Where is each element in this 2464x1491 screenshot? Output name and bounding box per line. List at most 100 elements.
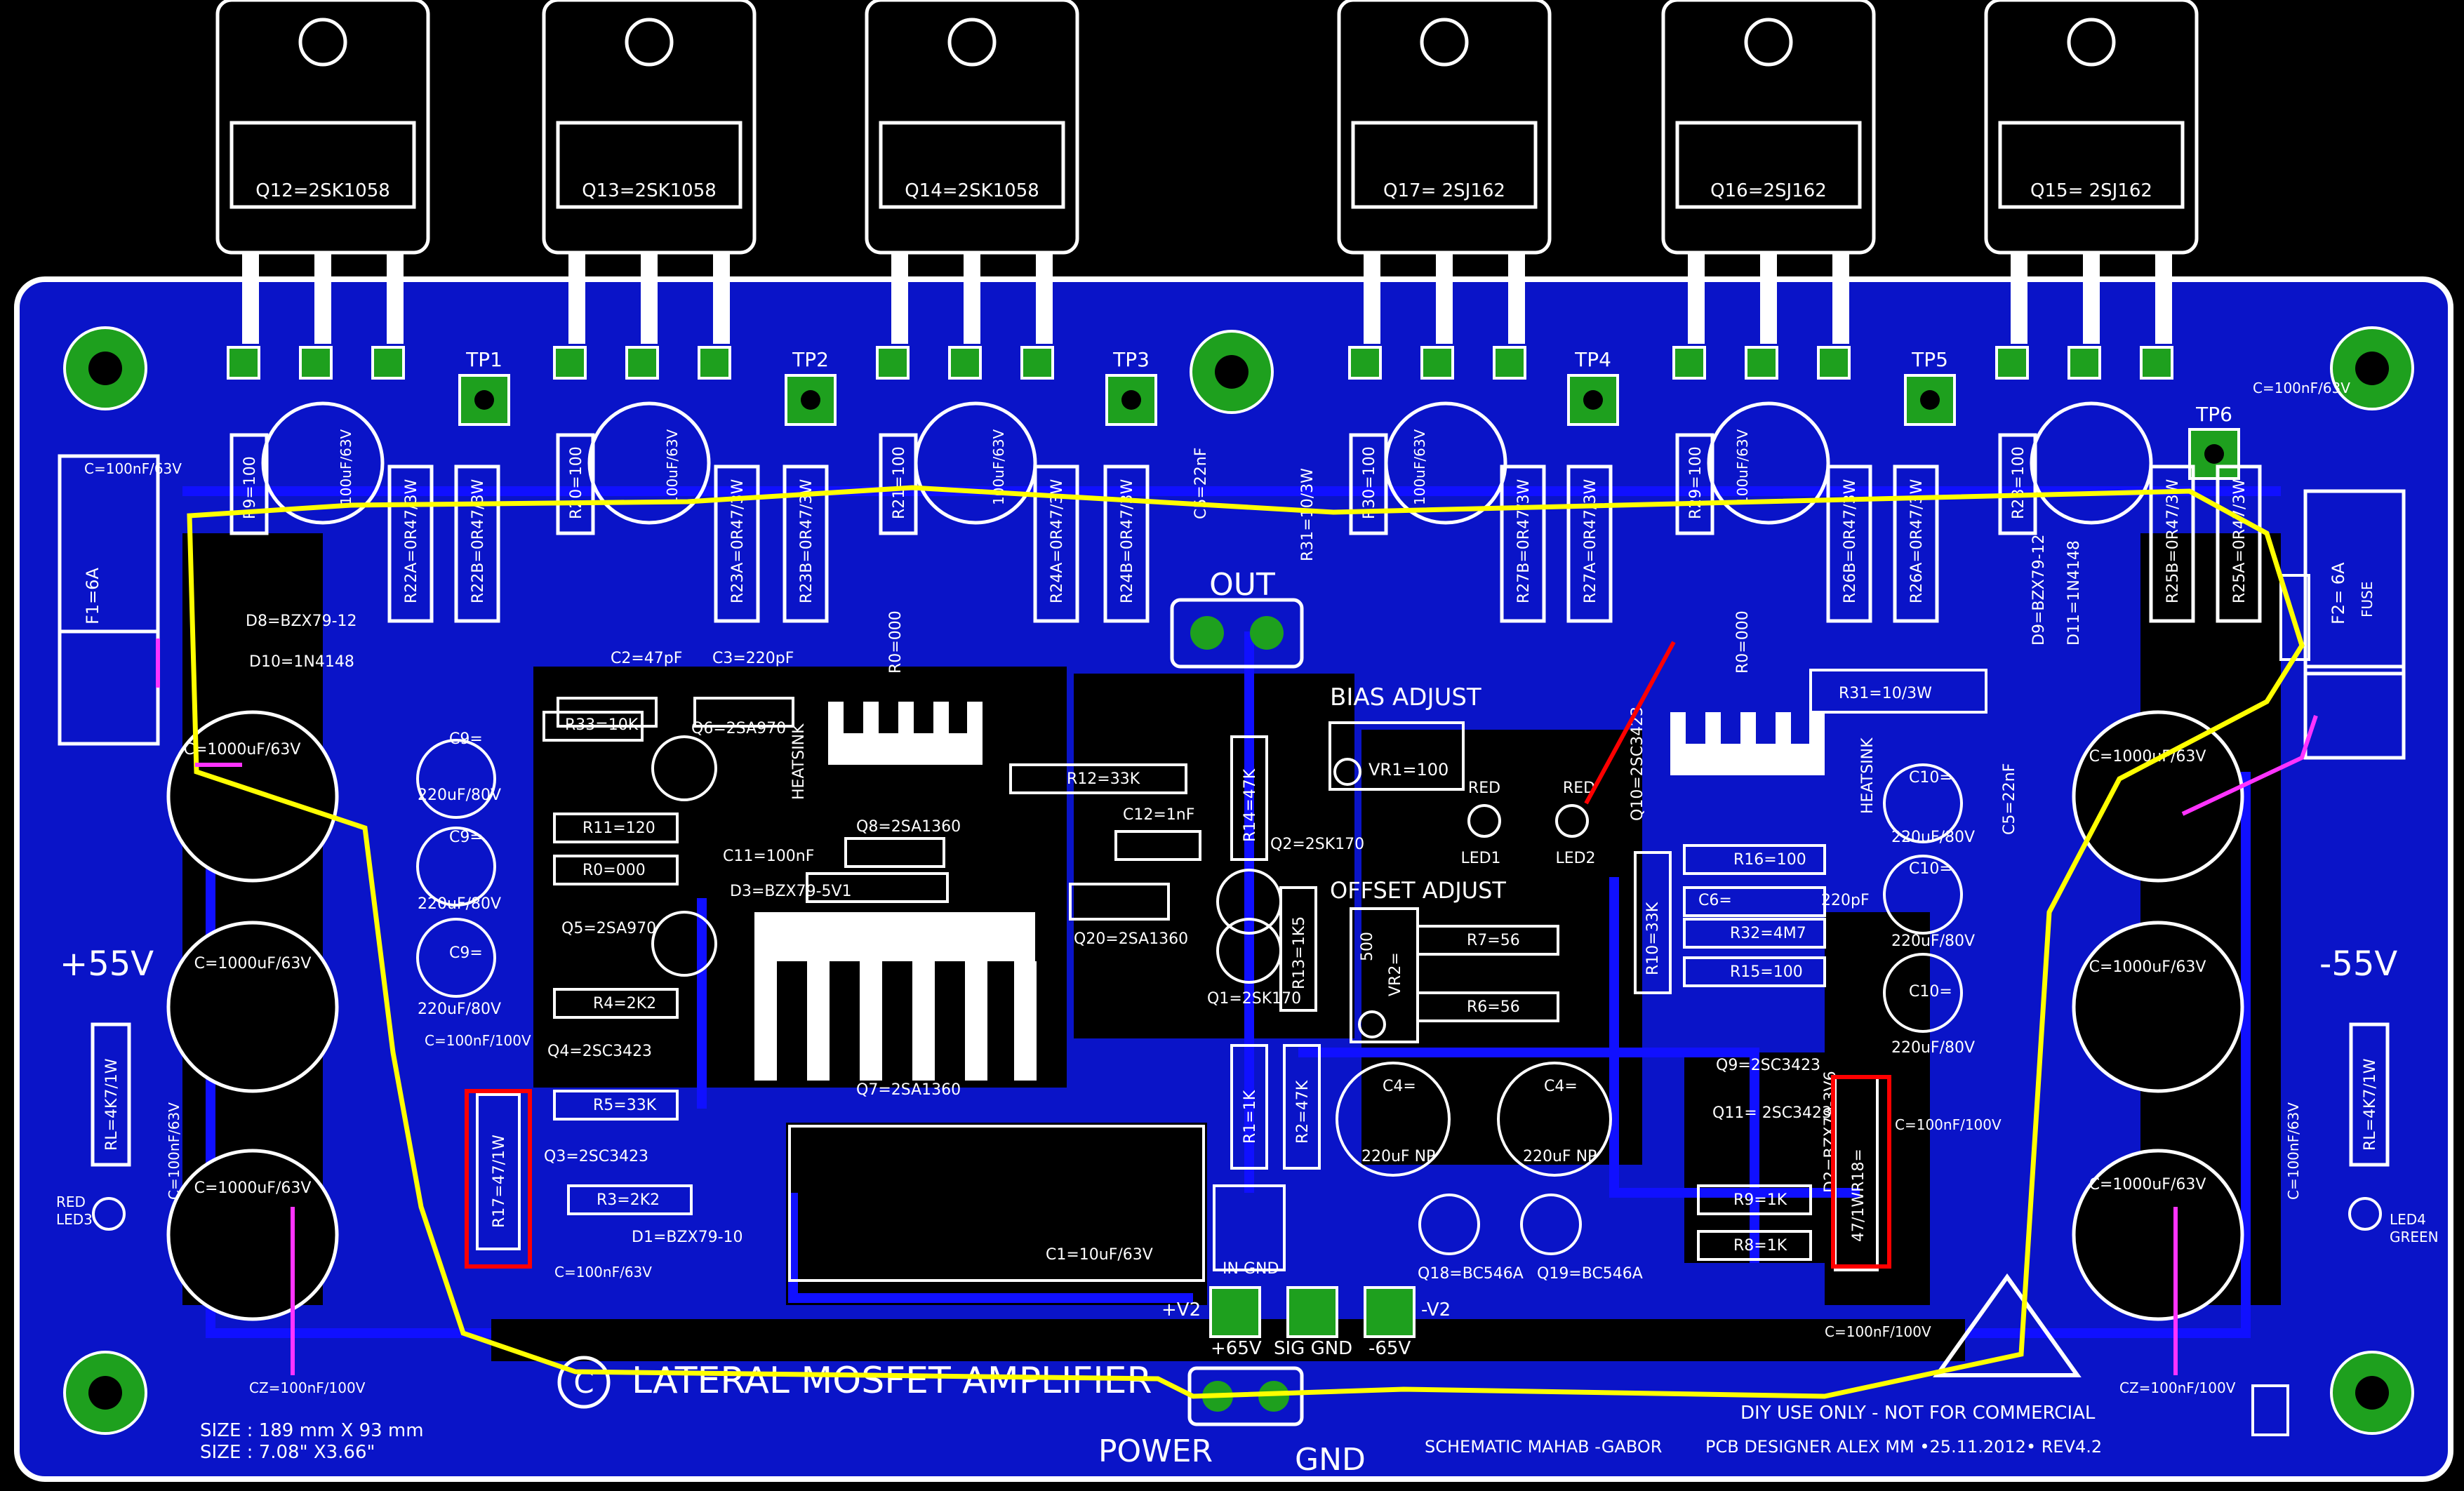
svg-text:R2=47K: R2=47K — [1294, 1080, 1312, 1144]
svg-text:R31=10/3W: R31=10/3W — [1839, 685, 1932, 702]
svg-text:R16=100: R16=100 — [1733, 851, 1806, 869]
svg-text:C3=220pF: C3=220pF — [712, 650, 794, 667]
svg-text:R4=2K2: R4=2K2 — [593, 995, 656, 1012]
svg-text:220uF/80V: 220uF/80V — [418, 787, 501, 804]
svg-text:C=1000uF/63V: C=1000uF/63V — [2089, 1176, 2206, 1194]
svg-text:Q20=2SA1360: Q20=2SA1360 — [1074, 930, 1188, 948]
svg-text:220uF NP: 220uF NP — [1361, 1148, 1435, 1165]
svg-text:R21=100: R21=100 — [891, 446, 908, 519]
svg-text:Q2=2SK170: Q2=2SK170 — [1270, 836, 1364, 853]
svg-text:D2=BZX79-3V6: D2=BZX79-3V6 — [1822, 1071, 1839, 1193]
mounting-holes — [63, 326, 2414, 1435]
svg-text:R11=120: R11=120 — [582, 820, 655, 837]
svg-text:D9=BZX79-12: D9=BZX79-12 — [2030, 534, 2048, 646]
svg-text:Q3=2SC3423: Q3=2SC3423 — [544, 1148, 648, 1165]
top-electrolytics — [261, 401, 2153, 525]
svg-text:D8=BZX79-12: D8=BZX79-12 — [246, 613, 357, 630]
transistor-label: Q14=2SK1058 — [905, 180, 1039, 201]
svg-text:220pF: 220pF — [1821, 892, 1870, 909]
schematic-credit: SCHEMATIC MAHAB -GABOR — [1425, 1437, 1662, 1457]
svg-text:R15=100: R15=100 — [1730, 963, 1803, 981]
svg-text:HEATSINK: HEATSINK — [790, 723, 808, 800]
side-leds: RED LED3 LED4 GREEN — [56, 1194, 2439, 1245]
svg-text:IN GND: IN GND — [1223, 1260, 1279, 1278]
svg-text:220uF/80V: 220uF/80V — [1891, 932, 1975, 950]
minus55-label: -55V — [2319, 944, 2397, 984]
svg-text:LED4: LED4 — [2390, 1211, 2426, 1228]
power-label: POWER — [1098, 1433, 1213, 1469]
designer-credit: PCB DESIGNER ALEX MM •25.11.2012• REV4.2 — [1705, 1437, 2102, 1457]
svg-text:R31=10/3W: R31=10/3W — [1299, 468, 1317, 561]
svg-text:+V2: +V2 — [1161, 1299, 1201, 1320]
svg-text:R10=33K: R10=33K — [1644, 902, 1662, 975]
svg-text:C=100nF/63V: C=100nF/63V — [2253, 380, 2350, 396]
svg-text:Q9=2SC3423: Q9=2SC3423 — [1716, 1057, 1820, 1074]
heatsinks: HEATSINK HEATSINK — [754, 702, 1877, 1081]
svg-text:C2=47pF: C2=47pF — [611, 650, 682, 667]
svg-text:D1=BZX79-10: D1=BZX79-10 — [632, 1229, 743, 1246]
svg-text:R3=2K2: R3=2K2 — [597, 1191, 660, 1209]
center-part-labels: Q8=2SA1360 R12=33K C12=1nF C11=100nF D3=… — [723, 448, 1752, 1283]
svg-text:R23B=0R47/3W: R23B=0R47/3W — [798, 479, 815, 603]
svg-text:CZ=100nF/100V: CZ=100nF/100V — [2119, 1379, 2236, 1396]
svg-text:F1=6A: F1=6A — [83, 568, 102, 624]
svg-text:RL=4K7/1W: RL=4K7/1W — [2362, 1058, 2379, 1151]
svg-text:C9=: C9= — [449, 730, 483, 748]
svg-text:Q8=2SA1360: Q8=2SA1360 — [856, 818, 961, 836]
svg-text:C10=: C10= — [1909, 860, 1952, 878]
board-title: LATERAL MOSFET AMPLIFIER — [632, 1360, 1152, 1402]
svg-text:OFFSET ADJUST: OFFSET ADJUST — [1330, 877, 1506, 904]
svg-text:Q18=BC546A: Q18=BC546A — [1418, 1265, 1524, 1283]
svg-text:C=100nF/100V: C=100nF/100V — [1825, 1323, 1931, 1340]
transistor-label: Q17= 2SJ162 — [1383, 180, 1505, 201]
svg-text:C4=: C4= — [1544, 1078, 1578, 1095]
transistor-label: Q13=2SK1058 — [582, 180, 717, 201]
svg-text:R24A=0R47/3W: R24A=0R47/3W — [1048, 479, 1066, 603]
svg-text:C1=10uF/63V: C1=10uF/63V — [1046, 1246, 1153, 1264]
gnd-label: GND — [1295, 1442, 1366, 1478]
svg-text:R29=100: R29=100 — [1687, 446, 1705, 519]
svg-text:SIG GND: SIG GND — [1274, 1338, 1352, 1359]
svg-text:RL=4K7/1W: RL=4K7/1W — [103, 1058, 121, 1151]
svg-text:R1=1K: R1=1K — [1241, 1090, 1259, 1144]
svg-text:F2= 6A: F2= 6A — [2329, 562, 2348, 624]
svg-text:R9=100: R9=100 — [241, 456, 259, 519]
transistor-q14: Q14=2SK1058 — [865, 0, 1079, 344]
test-point-label: TP1 — [465, 348, 502, 371]
svg-text:C=1000uF/63V: C=1000uF/63V — [194, 955, 312, 972]
svg-text:C12=1nF: C12=1nF — [1123, 806, 1194, 824]
svg-text:R28=100: R28=100 — [2010, 446, 2027, 519]
rl-resistors: RL=4K7/1W RL=4K7/1W — [91, 1022, 2390, 1167]
svg-text:220uF/80V: 220uF/80V — [418, 1001, 501, 1018]
transistor-label: Q16=2SJ162 — [1710, 180, 1827, 201]
plus55-label: +55V — [60, 944, 154, 984]
svg-text:R0=000: R0=000 — [887, 610, 905, 674]
svg-text:C9=: C9= — [449, 944, 483, 962]
svg-text:R33=10K: R33=10K — [565, 716, 639, 734]
svg-text:C4=: C4= — [1383, 1078, 1416, 1095]
transistor-q13: Q13=2SK1058 — [542, 0, 757, 344]
top-electrolytic-labels: 100uF/63V 100uF/63V 100uF/63V 100uF/63V … — [338, 429, 1751, 505]
svg-text:R32=4M7: R32=4M7 — [1730, 925, 1806, 942]
svg-text:R27B=0R47/3W: R27B=0R47/3W — [1515, 479, 1533, 603]
svg-text:Q19=BC546A: Q19=BC546A — [1537, 1265, 1643, 1283]
svg-text:R7=56: R7=56 — [1467, 932, 1520, 949]
svg-text:220uF/80V: 220uF/80V — [1891, 1039, 1975, 1057]
svg-text:R9=1K: R9=1K — [1733, 1191, 1787, 1209]
svg-text:100uF/63V: 100uF/63V — [664, 429, 681, 505]
gate-resistor-labels: R9=100 R20=100 R21=100 R30=100 R29=100 R… — [241, 446, 2027, 519]
transistor-q15: Q15= 2SJ162 — [1984, 0, 2199, 344]
test-point-label: TP2 — [792, 348, 829, 371]
svg-text:220uF NP: 220uF NP — [1523, 1148, 1597, 1165]
svg-text:500: 500 — [1359, 932, 1376, 961]
svg-text:100uF/63V: 100uF/63V — [1411, 429, 1428, 505]
svg-text:Q4=2SC3423: Q4=2SC3423 — [547, 1043, 652, 1060]
svg-text:R27A=0R47/3W: R27A=0R47/3W — [1582, 479, 1599, 603]
size-mm: SIZE : 189 mm X 93 mm — [200, 1420, 424, 1441]
svg-text:HEATSINK: HEATSINK — [1859, 737, 1877, 814]
svg-text:+65V: +65V — [1211, 1338, 1262, 1359]
svg-text:D11=1N4148: D11=1N4148 — [2065, 540, 2083, 646]
svg-text:BIAS ADJUST: BIAS ADJUST — [1330, 683, 1481, 711]
svg-text:R30=100: R30=100 — [1361, 446, 1378, 519]
test-point-label: TP4 — [1574, 348, 1611, 371]
